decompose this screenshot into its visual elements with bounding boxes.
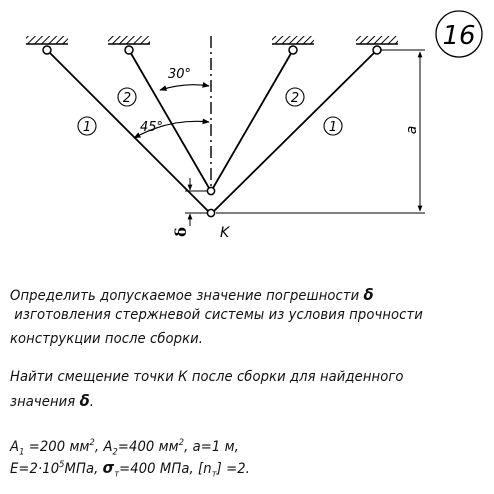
angle-arc-45 xyxy=(133,118,210,139)
rod-1-right-label: 1 xyxy=(323,116,343,136)
task-line-2: изготовления стержневой системы из услов… xyxy=(14,307,423,323)
angle-arc-30 xyxy=(159,82,210,91)
problem-number-circle xyxy=(435,10,483,58)
support-right-inner xyxy=(272,36,314,45)
svg-text:1: 1 xyxy=(83,120,91,135)
joint-K xyxy=(206,208,216,218)
joint-upper xyxy=(206,186,216,196)
dim-delta-label: δ xyxy=(172,227,190,237)
rod-2-right-label: 2 xyxy=(285,87,305,107)
truss-diagram: 16 1 2 2 1 30° 45° a δ K xyxy=(26,10,483,241)
pin-right-inner xyxy=(288,45,298,55)
rod-2-left-label: 2 xyxy=(117,87,137,107)
given-line-1: A1 =200 мм2, A2=400 мм2, a=1 м, xyxy=(10,438,239,458)
task-line-1: Определить допускаемое значение погрешно… xyxy=(10,285,374,305)
svg-text:1: 1 xyxy=(329,120,337,135)
rod-1-right xyxy=(213,49,378,212)
delta-symbol: δ xyxy=(363,285,374,304)
sigma-symbol: σ xyxy=(102,457,115,477)
task-line-5: значения δ. xyxy=(10,391,95,411)
angle-label-45: 45° xyxy=(140,120,163,135)
svg-text:2: 2 xyxy=(123,91,131,106)
angle-label-30: 30° xyxy=(168,67,191,82)
dim-a-label: a xyxy=(404,126,420,135)
task-line-3: конструкции после сборки. xyxy=(10,331,204,347)
point-K-label: K xyxy=(220,225,231,241)
rod-1-left-label: 1 xyxy=(77,116,97,136)
rod-2-right xyxy=(212,49,294,189)
pin-left-outer xyxy=(42,45,52,55)
rod-1-left xyxy=(46,49,209,212)
support-right-outer xyxy=(356,36,398,45)
given-line-2: E=2·105МПа, σт=400 МПа, [nт] =2. xyxy=(10,457,250,480)
support-left-inner xyxy=(108,36,150,45)
pin-right-outer xyxy=(372,45,382,55)
pin-left-inner xyxy=(124,45,134,55)
support-left-outer xyxy=(26,36,68,45)
problem-number: 16 xyxy=(442,21,475,51)
delta-symbol-2: δ xyxy=(79,391,90,410)
task-line-4: Найти смещение точки К после сборки для … xyxy=(10,369,404,385)
svg-text:2: 2 xyxy=(291,91,299,106)
